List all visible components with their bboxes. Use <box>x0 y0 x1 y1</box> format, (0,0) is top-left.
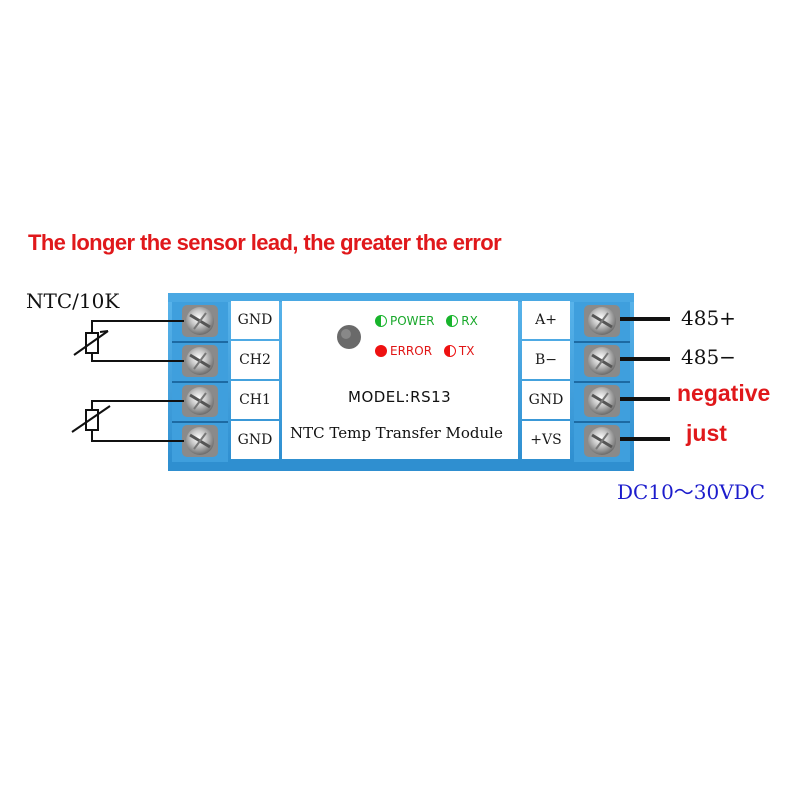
tx-led-label: TX <box>458 344 475 358</box>
terminal-label-b-minus: B− <box>534 352 558 368</box>
screw-left-2 <box>182 345 218 377</box>
model-label: MODEL:RS13 <box>348 388 452 406</box>
screw-left-1 <box>182 305 218 337</box>
terminal-label-gnd-left-bottom: GND <box>237 432 273 448</box>
rx-led-icon <box>446 315 459 327</box>
right-label-box-2 <box>522 341 570 379</box>
terminal-label-ch2: CH2 <box>239 352 271 368</box>
led-row-bottom: ERROR TX <box>375 344 474 358</box>
power-led-label: POWER <box>390 314 435 328</box>
screw-right-2 <box>584 345 620 377</box>
left-label-box-3 <box>231 381 279 419</box>
right-label-box-4 <box>522 421 570 459</box>
supply-voltage-label: DC10～30VDC <box>617 480 766 504</box>
terminal-label-vs: +VS <box>530 432 562 448</box>
led-row-top: POWER RX <box>375 314 478 328</box>
label-485-plus: 485+ <box>681 306 736 330</box>
left-label-box-2 <box>231 341 279 379</box>
screw-left-3 <box>182 385 218 417</box>
label-negative: negative <box>677 380 771 406</box>
ntc-sensor-1-wiring <box>73 320 184 362</box>
screw-right-3 <box>584 385 620 417</box>
terminal-label-a-plus: A+ <box>535 312 557 328</box>
error-led-icon <box>375 345 387 357</box>
sensor-label: NTC/10K <box>26 289 120 313</box>
screw-left-4 <box>182 425 218 457</box>
terminal-label-ch1: CH1 <box>239 392 271 408</box>
label-just: just <box>686 420 727 446</box>
terminal-label-gnd-right: GND <box>528 392 564 408</box>
right-label-box-3 <box>522 381 570 419</box>
module-subtitle: NTC Temp Transfer Module <box>290 424 503 442</box>
warning-text: The longer the sensor lead, the greater … <box>28 230 502 255</box>
tx-led-icon <box>443 345 456 357</box>
ntc-sensor-2-wiring <box>71 400 184 442</box>
error-led-label: ERROR <box>390 344 433 358</box>
power-led-icon <box>375 315 387 327</box>
label-485-minus: 485− <box>681 345 736 369</box>
rx-led-label: RX <box>461 314 478 328</box>
left-label-box-1 <box>231 301 279 339</box>
screw-right-1 <box>584 305 620 337</box>
left-label-box-4 <box>231 421 279 459</box>
face-plate <box>282 301 518 459</box>
terminal-label-gnd-left-top: GND <box>237 312 273 328</box>
right-label-box-1 <box>522 301 570 339</box>
screw-right-4 <box>584 425 620 457</box>
